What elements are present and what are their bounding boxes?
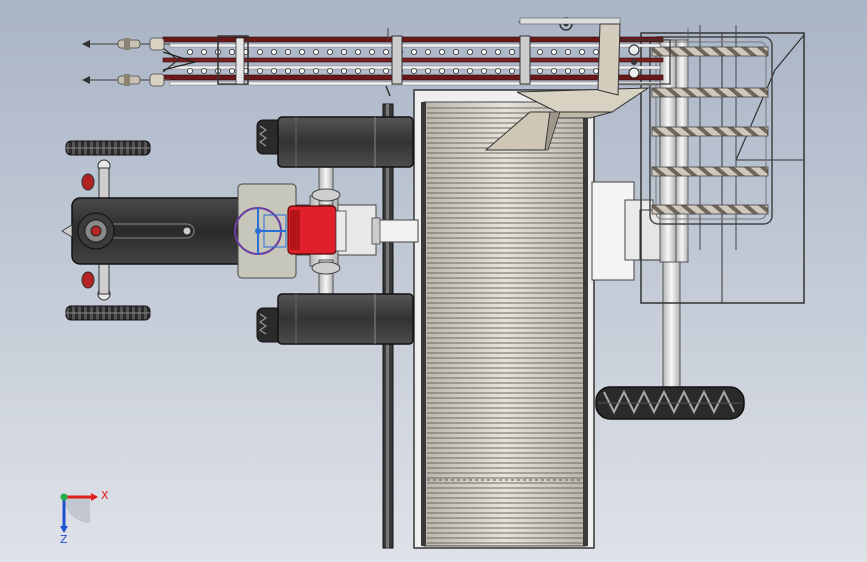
boom-bolt (382, 68, 389, 75)
boom-bolt (326, 68, 333, 75)
boom-bolt (508, 49, 515, 56)
hopper-funnel (484, 23, 650, 151)
boom-bolt (579, 68, 586, 75)
boom-bolt (593, 68, 600, 75)
boom-bolt (551, 68, 558, 75)
boom-bolt (579, 49, 586, 56)
conveyor-belt (413, 89, 595, 549)
harvester-rear-wheel (595, 386, 745, 420)
tensioner-hook (385, 17, 621, 97)
coordinate-triad-icon: X Z (60, 489, 109, 546)
boom-bolt (340, 49, 347, 56)
boom-bolt (186, 68, 193, 75)
boom-bolt (452, 68, 459, 75)
boom-bolt (466, 68, 473, 75)
boom-bolt (228, 49, 235, 56)
tractor-rear-wheels (256, 116, 414, 345)
boom-bolt (228, 68, 235, 75)
boom-bolt (298, 49, 305, 56)
boom-bolt (368, 68, 375, 75)
boom-bolt (410, 68, 417, 75)
boom-bolt (186, 49, 193, 56)
boom-bolt (508, 68, 515, 75)
boom-bolt (537, 49, 544, 56)
boom-bolt (312, 68, 319, 75)
boom-bolt (438, 68, 445, 75)
boom-bolt (494, 68, 501, 75)
boom-bolt (298, 68, 305, 75)
boom-bolt (410, 49, 417, 56)
boom-bolt (424, 68, 431, 75)
boom-bolt (593, 49, 600, 56)
digging-boom (162, 35, 671, 86)
boom-bolt (256, 49, 263, 56)
boom-bolt (368, 49, 375, 56)
boom-bolt (312, 49, 319, 56)
boom-bolt (494, 49, 501, 56)
boom-bolt (537, 68, 544, 75)
boom-bolt (270, 68, 277, 75)
axis-x-label: X (101, 489, 109, 502)
boom-bolt (565, 68, 572, 75)
boom-bolt (270, 49, 277, 56)
front-wheels (65, 140, 151, 321)
axis-z-label: Z (60, 533, 68, 546)
boom-bolt (354, 49, 361, 56)
boom-bolt (480, 49, 487, 56)
boom-bolt (200, 49, 207, 56)
mesh-rollers (651, 46, 769, 215)
boom-bolt (284, 68, 291, 75)
probe-rods (82, 37, 170, 87)
tractor-body (61, 164, 419, 296)
boom-bolt (256, 68, 263, 75)
boom-bolt (565, 49, 572, 56)
boom-bolt (438, 49, 445, 56)
boom-bolt (382, 49, 389, 56)
boom-bolt (340, 68, 347, 75)
boom-bolt (354, 68, 361, 75)
boom-bolt (424, 49, 431, 56)
boom-bolt (466, 49, 473, 56)
boom-bolt (452, 49, 459, 56)
boom-bolt (200, 68, 207, 75)
boom-bolt (551, 49, 558, 56)
boom-bolt (480, 68, 487, 75)
boom-bolt (284, 49, 291, 56)
boom-bolt (326, 49, 333, 56)
